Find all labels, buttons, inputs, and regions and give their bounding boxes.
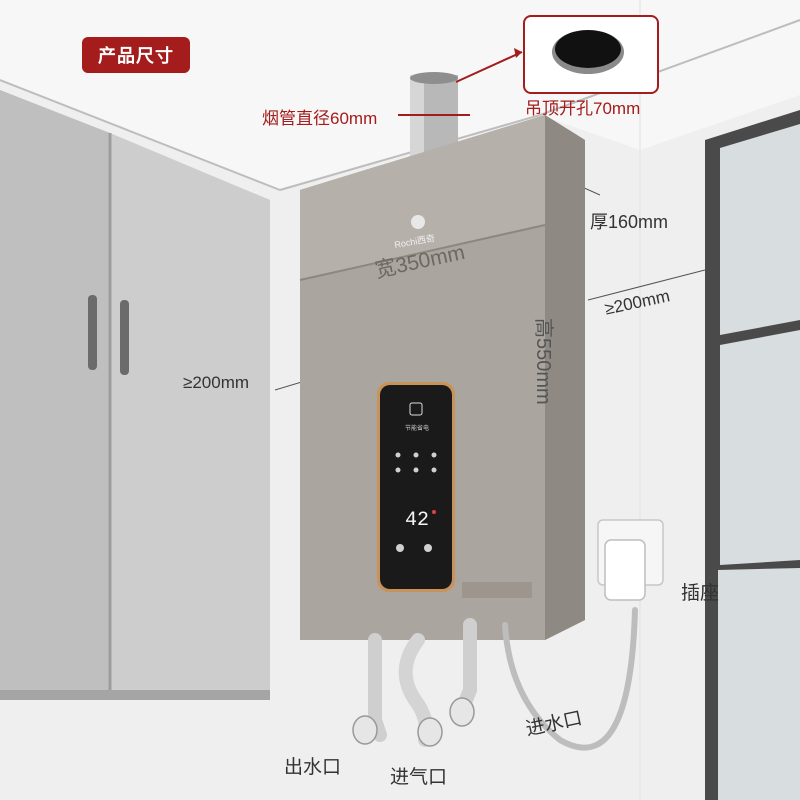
height-label: 高550mm [532,318,554,405]
flue-diameter-label: 烟管直径60mm [262,109,378,128]
power-plug [604,539,646,601]
home-icon[interactable] [409,402,423,416]
power-socket [597,519,664,601]
wall-cabinet [0,90,270,700]
ceiling-hole-inset [523,15,659,94]
panel-label: 节能省电 [405,424,429,432]
thickness-label: 厚160mm [590,212,669,232]
outlet-label: 出水口 [284,757,342,778]
ceiling-hole-icon [552,30,624,74]
pipes [352,607,638,751]
brand-emblem-icon [411,215,425,229]
gas-inlet-label: 进气口 [390,767,448,788]
water-heater: Rochi西奇 节能省电 42 [299,115,585,640]
model-plate [462,582,532,598]
ceiling-hole-label: 吊顶开孔70mm [525,99,641,118]
product-size-tag: 产品尺寸 [82,37,190,73]
panel-buttons[interactable] [395,452,437,553]
temperature-display: 42 [405,509,429,532]
window [705,110,800,800]
socket-label: 插座 [681,583,720,604]
unit-indicator [432,510,436,514]
left-clearance-label: ≥200mm [183,373,250,392]
control-panel [380,385,452,589]
